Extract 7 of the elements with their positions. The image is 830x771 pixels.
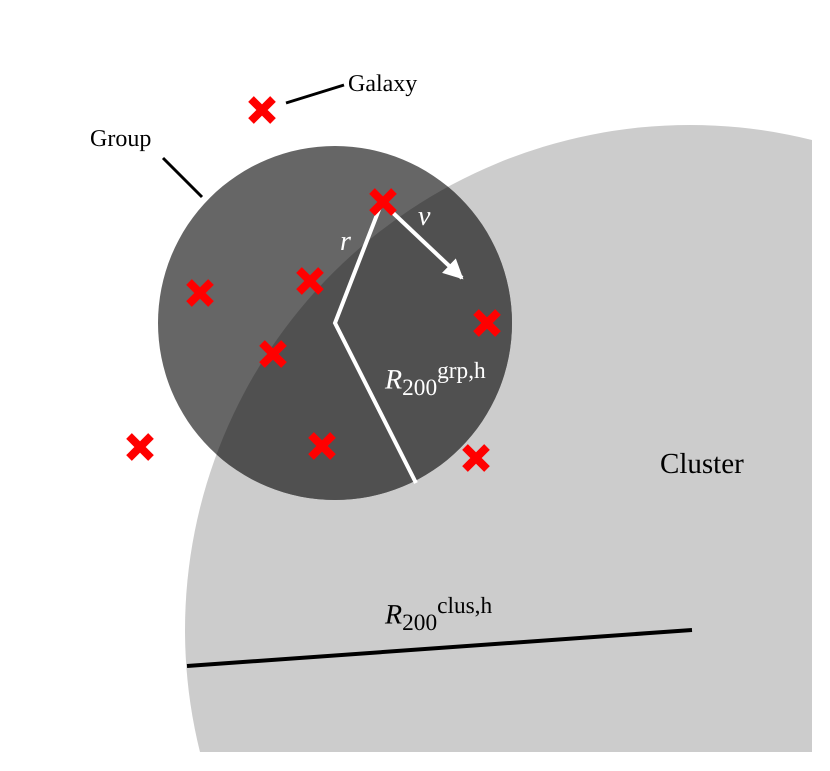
cluster-label: Cluster	[660, 450, 744, 479]
radius-label: r	[340, 228, 351, 256]
leader-line	[162, 156, 204, 198]
velocity-label: v	[418, 203, 430, 231]
group-label: Group	[90, 127, 152, 151]
galaxy-label: Galaxy	[348, 72, 418, 96]
leader-line	[286, 84, 344, 104]
